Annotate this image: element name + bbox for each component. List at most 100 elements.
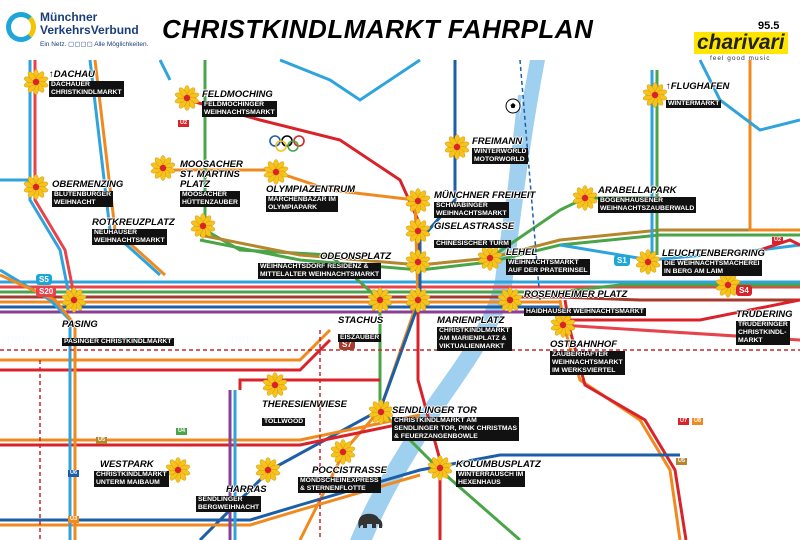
station-market: TOLLWOOD — [262, 418, 306, 426]
station-pasing[interactable]: PASING PASINGER CHRISTKINDLMARKT — [62, 320, 174, 348]
station-olympiazentrum[interactable]: OLYMPIAZENTRUM MÄRCHENBAZAR IM OLYMPIAPA… — [266, 185, 355, 214]
station-harras[interactable]: HARRAS SENDLINGER BERGWEIHNACHT — [196, 485, 267, 514]
station-theresienwiese[interactable]: THERESIENWIESE TOLLWOOD — [262, 400, 347, 428]
olympic-rings-icon — [269, 135, 305, 152]
station-name: SENDLINGER TOR — [392, 405, 477, 416]
station-freimann[interactable]: FREIMANN WINTERWORLD MOTORWORLD — [472, 136, 529, 166]
station-market: BLUTENBURGER WEIHNACHT — [52, 191, 114, 207]
station-obermenzing[interactable]: OBERMENZING BLUTENBURGER WEIHNACHT — [52, 180, 123, 209]
flower-icon — [405, 188, 431, 214]
flower-icon — [174, 85, 200, 111]
station-muenchner-freiheit[interactable]: MÜNCHNER FREIHEIT SCHWABINGER WEIHNACHTS… — [434, 191, 535, 220]
station-name: ODEONSPLATZ — [320, 251, 392, 262]
station-giselastrasse[interactable]: GISELASTRASSE CHINESISCHER TURM — [434, 222, 514, 250]
station-market: WEIHNACHTSMARKT AUF DER PRATERINSEL — [506, 259, 590, 275]
station-name: ROTKREUZPLATZ — [92, 217, 175, 228]
charivari-slogan: feel good music — [710, 55, 771, 62]
flower-icon — [255, 457, 281, 483]
line-badge-u3: U3 — [68, 516, 80, 523]
flower-icon — [61, 287, 87, 313]
station-name: POCCISTRASSE — [312, 465, 387, 476]
line-badge-u7: U7 — [678, 418, 690, 425]
mvv-logo: Münchner VerkehrsVerbund Ein Netz. ▢▢▢▢ … — [6, 8, 166, 56]
flower-icon — [165, 457, 191, 483]
station-name: LEHEL — [506, 247, 538, 258]
line-badge-s1: S1 — [614, 255, 630, 266]
station-name: MOOSACHER ST. MARTINS PLATZ — [180, 159, 243, 190]
station-moosacher-st-martins-platz[interactable]: MOOSACHER ST. MARTINS PLATZ MOOSACHER HÜ… — [180, 160, 243, 209]
station-name: WESTPARK — [100, 459, 154, 470]
station-name: ↑FLUGHAFEN — [666, 81, 730, 92]
flower-icon — [150, 155, 176, 181]
station-market: WINTERMARKT — [666, 100, 722, 108]
station-market: SENDLINGER BERGWEIHNACHT — [196, 496, 262, 512]
tram-lines — [0, 59, 800, 540]
station-sendlinger-tor[interactable]: SENDLINGER TOR CHRISTKINDLMARKT AM SENDL… — [392, 406, 519, 443]
football-icon — [505, 98, 521, 114]
flower-icon — [367, 287, 393, 313]
station-market: CHINESISCHER TURM — [434, 240, 511, 248]
station-name: GISELASTRASSE — [434, 221, 515, 232]
station-odeonsplatz[interactable]: ODEONSPLATZ WEIHNACHTSDORF RESIDENZ & MI… — [258, 252, 391, 281]
station-leuchtenbergring[interactable]: LEUCHTENBERGRING DIE WEIHNACHTSMACHEREI … — [662, 249, 765, 278]
station-name: KOLUMBUSPLATZ — [456, 459, 541, 470]
flower-icon — [405, 287, 431, 313]
line-badge-s20: S20 — [36, 286, 57, 297]
elephant-icon — [358, 513, 383, 528]
station-market: CHRISTKINDLMARKT AM SENDLINGER TOR, PINK… — [392, 417, 519, 441]
station-dachau[interactable]: ↑DACHAU DACHAUER CHRISTKINDLMARKT — [49, 70, 124, 99]
line-badge-u8: U8 — [692, 418, 704, 425]
station-name: TRUDERING — [736, 309, 793, 320]
station-flughafen[interactable]: ↑FLUGHAFEN WINTERMARKT — [666, 82, 729, 110]
station-feldmoching[interactable]: FELDMOCHING FELDMOCHINGER WEIHNACHTSMARK… — [202, 90, 277, 119]
mvv-ring-icon — [6, 12, 36, 42]
line-badge-s5: S5 — [36, 274, 52, 285]
station-name: OLYMPIAZENTRUM — [266, 184, 356, 195]
station-market: FELDMOCHINGER WEIHNACHTSMARKT — [202, 101, 277, 117]
station-trudering[interactable]: TRUDERING TRUDERINGER CHRISTKINDL- MARKT — [736, 310, 792, 347]
station-market: DIE WEIHNACHTSMACHEREI IN BERG AM LAIM — [662, 260, 762, 276]
station-kolumbusplatz[interactable]: KOLUMBUSPLATZ WINTERRAUSCH IM HEXENHAUS — [456, 460, 541, 489]
station-lehel[interactable]: LEHEL WEIHNACHTSMARKT AUF DER PRATERINSE… — [506, 248, 590, 277]
flower-icon — [190, 213, 216, 239]
mvv-name: Münchner VerkehrsVerbund — [40, 10, 139, 37]
station-market: EISZAUBER — [338, 334, 382, 342]
station-name: OSTBAHNHOF — [550, 339, 618, 350]
station-arabellapark[interactable]: ARABELLAPARK BOGENHAUSENER WEIHNACHTSZAU… — [598, 185, 697, 215]
station-market: ZAUBERHAFTER WEIHNACHTSMARKT IM WERKSVIE… — [550, 351, 625, 375]
station-name: STACHUS — [338, 315, 384, 326]
flower-icon — [635, 249, 661, 275]
station-name: FREIMANN — [472, 136, 523, 147]
station-market: WINTERRAUSCH IM HEXENHAUS — [456, 471, 526, 487]
station-stachus[interactable]: STACHUS EISZAUBER — [338, 316, 383, 344]
flower-icon — [405, 249, 431, 275]
line-badge-s4: S4 — [736, 285, 752, 296]
mvv-tagline: Ein Netz. ▢▢▢▢ Alle Möglichkeiten. — [40, 41, 149, 48]
station-name: ARABELLAPARK — [598, 185, 677, 196]
station-market: HAIDHAUSER WEIHNACHTSMARKT — [524, 308, 646, 316]
station-name: MÜNCHNER FREIHEIT — [434, 190, 536, 201]
station-poccistrasse[interactable]: POCCISTRASSE MONDSCHEINEXPRESS & STERNEN… — [298, 466, 387, 495]
line-badge-u2-east: U2 — [772, 237, 784, 244]
station-market: CHRISTKINDLMARKT UNTERM MAIBAUM — [94, 471, 169, 487]
station-market: MONDSCHEINEXPRESS & STERNENFLOTTE — [298, 477, 381, 493]
station-market: CHRISTKINDLMARKT AM MARIENPLATZ & VIKTUA… — [437, 327, 512, 351]
station-market: DACHAUER CHRISTKINDLMARKT — [49, 81, 124, 97]
charivari-frequency: 95.5 — [758, 20, 780, 32]
line-badge-u5: U5 — [96, 437, 108, 444]
station-market: PASINGER CHRISTKINDLMARKT — [62, 338, 174, 346]
flower-icon — [497, 287, 523, 313]
line-badge-u5-east: U5 — [676, 458, 688, 465]
station-market: TRUDERINGER CHRISTKINDL- MARKT — [736, 321, 790, 345]
station-rotkreuzplatz[interactable]: ROTKREUZPLATZ NEUHAUSER WEIHNACHTSMARKT — [92, 218, 175, 247]
flower-icon — [368, 399, 394, 425]
station-market: WINTERWORLD MOTORWORLD — [472, 148, 529, 164]
station-name: PASING — [62, 319, 98, 330]
station-westpark[interactable]: WESTPARK CHRISTKINDLMARKT UNTERM MAIBAUM — [94, 460, 169, 489]
station-market: MOOSACHER HÜTTENZAUBER — [180, 191, 240, 207]
station-rosenheimer-platz[interactable]: ROSENHEIMER PLATZ HAIDHAUSER WEIHNACHTSM… — [524, 290, 646, 318]
charivari-name: charivari — [694, 32, 788, 54]
station-marienplatz[interactable]: MARIENPLATZ CHRISTKINDLMARKT AM MARIENPL… — [437, 316, 512, 353]
station-ostbahnhof[interactable]: OSTBAHNHOF ZAUBERHAFTER WEIHNACHTSMARKT … — [550, 340, 625, 377]
